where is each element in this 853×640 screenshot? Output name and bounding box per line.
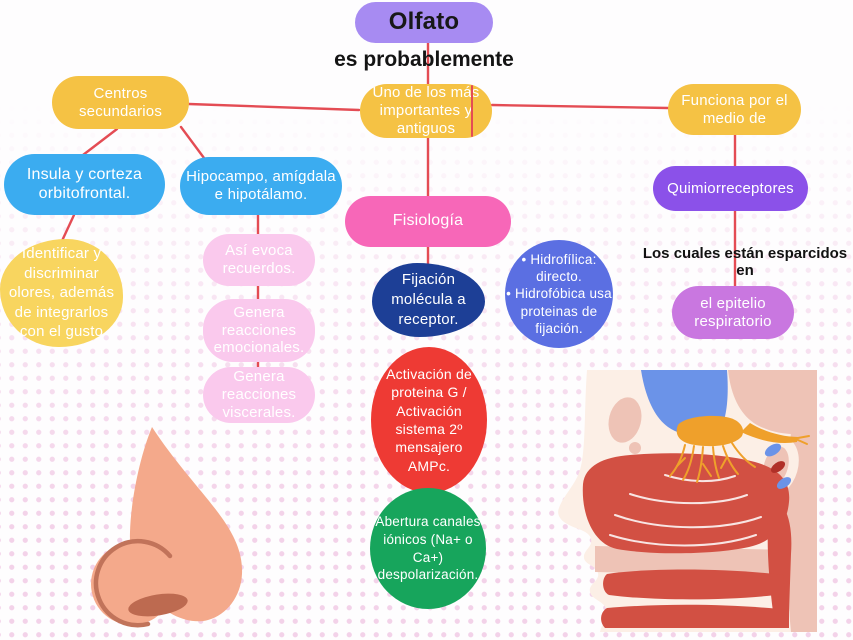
node-genera-reacciones-emocionales: Genera reacciones emocionales.: [203, 299, 315, 362]
node-activacion-proteina-g: Activación de proteina G / Activación si…: [371, 347, 487, 493]
node-insula-corteza: Insula y corteza orbitofrontal.: [4, 154, 165, 215]
nasal-cavity-cross-section-illustration: [558, 370, 817, 632]
node-genera-reacciones-viscerales: Genera reacciones viscerales.: [203, 367, 315, 423]
node-fijacion-molecula: Fijación molécula a receptor.: [372, 263, 485, 337]
node-funciona-por-medio: Funciona por el medio de: [668, 84, 801, 135]
nose-illustration: [91, 427, 243, 628]
node-fisiologia: Fisiología: [345, 196, 511, 247]
label-los-cuales: Los cuales están esparcidos en: [642, 245, 848, 279]
node-quimiorreceptores: Quimiorreceptores: [653, 166, 808, 211]
node-asi-evoca-recuerdos: Así evoca recuerdos.: [203, 234, 315, 286]
subtitle-text: es probablemente: [334, 48, 514, 71]
root-node-olfato: Olfato: [355, 2, 493, 43]
node-hipocampo-amigdala: Hipocampo, amígdala e hipotálamo.: [180, 157, 342, 215]
node-identificar-olores: Identificar y discriminar olores, además…: [0, 239, 123, 347]
node-abertura-canales: Abertura canales iónicos (Na+ o Ca+) des…: [370, 488, 486, 609]
hidrofobica-line: • Hidrofóbica usa proteinas de fijación.: [506, 286, 612, 336]
node-epitelio-respiratorio: el epitelio respiratorio: [672, 286, 794, 339]
hidrofilica-line: • Hidrofílica: directo.: [521, 251, 597, 285]
node-hidrofilica-hidrofobica: • Hidrofílica: directo. • Hidrofóbica us…: [505, 240, 613, 348]
node-centros-secundarios: Centros secundarios: [52, 76, 189, 129]
